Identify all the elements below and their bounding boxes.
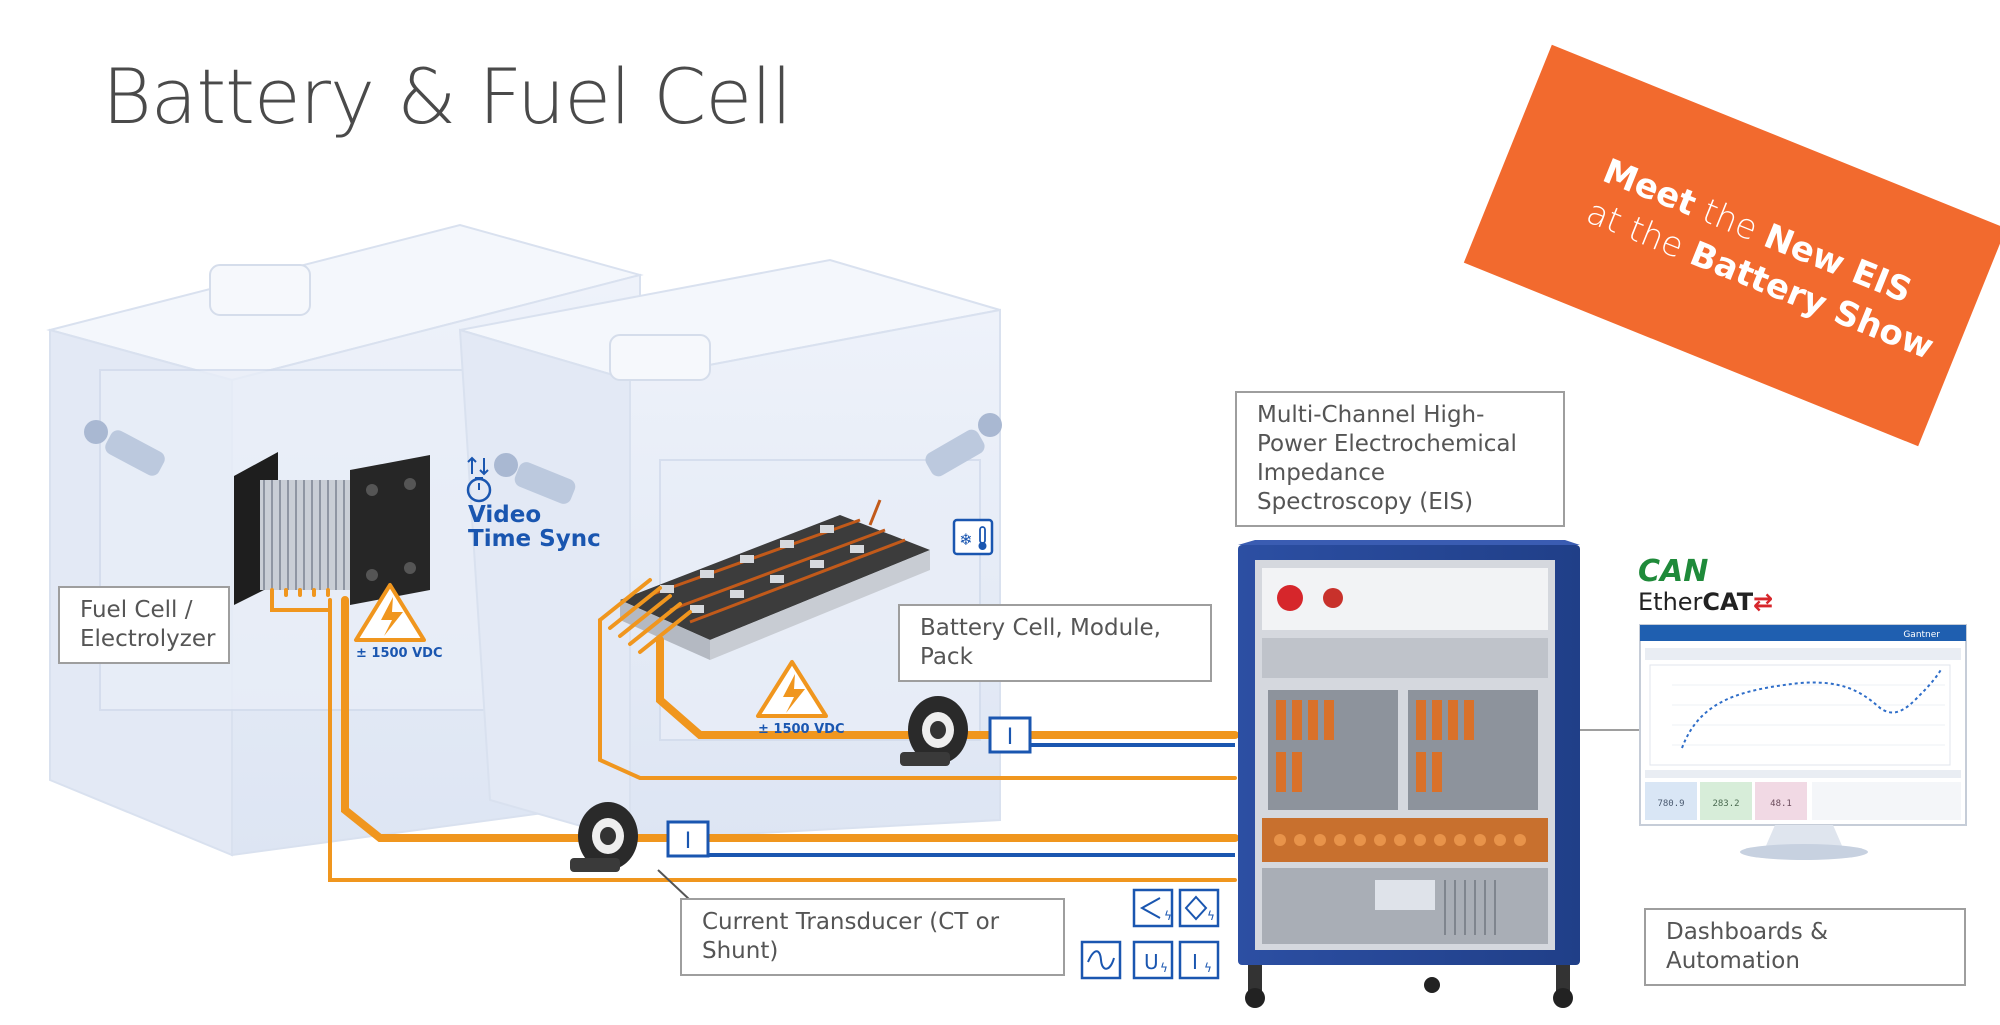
- dashboard-monitor: Gantner 780.9 283.2 48.1: [1639, 624, 1967, 860]
- stopwatch-icon: [466, 456, 492, 503]
- current-transducer: [900, 696, 968, 766]
- current-measure-icon: I ϟ: [1178, 940, 1220, 980]
- camera-icon: [494, 453, 576, 504]
- voltage-rating-label: ± 1500 VDC: [758, 722, 845, 737]
- current-symbol: I: [685, 829, 692, 854]
- battery-pack: [620, 499, 930, 660]
- dashboards-label: Dashboards & Automation: [1644, 908, 1966, 986]
- svg-text:ϟ: ϟ: [1160, 961, 1168, 975]
- current-symbol-box: I: [666, 820, 710, 858]
- svg-text:ϟ: ϟ: [1164, 909, 1172, 923]
- current-symbol: I: [1007, 725, 1014, 750]
- transducer-label: Current Transducer (CT or Shunt): [680, 898, 1065, 976]
- voltage-symbol: U: [1144, 950, 1159, 974]
- camera-icon: [84, 420, 165, 476]
- ethercat-arrow-icon: ⇄: [1753, 588, 1774, 616]
- lightning-icon: [354, 583, 426, 642]
- page-title: Battery & Fuel Cell: [102, 52, 792, 141]
- video-sync-line: Video: [468, 502, 542, 528]
- svg-text:ϟ: ϟ: [1207, 909, 1215, 923]
- can-logo: CAN: [1638, 554, 1709, 589]
- ethercat-text: CAT: [1702, 588, 1754, 616]
- ethercat-text: Ether: [1638, 588, 1703, 616]
- key-switch: [1323, 588, 1343, 608]
- nyquist-curve: [1681, 667, 1943, 749]
- current-transducer: [570, 802, 638, 872]
- fuel-cell-stack: [234, 452, 430, 605]
- eis-cabinet: [1238, 540, 1580, 1008]
- current-symbol-box: I: [988, 716, 1032, 754]
- bridge-sensor-icon: ϟ: [1178, 888, 1220, 928]
- dashboard-tile-value: 283.2: [1712, 799, 1739, 809]
- emergency-stop-button: [1277, 585, 1303, 611]
- snowflake-thermometer-icon: ❄: [952, 518, 994, 556]
- battery-label: Battery Cell, Module, Pack: [898, 604, 1212, 682]
- voltage-rating-label: ± 1500 VDC: [356, 646, 443, 661]
- current-symbol: I: [1192, 950, 1198, 974]
- dashboard-tile-value: 780.9: [1657, 799, 1684, 809]
- video-time-sync-label: Video Time Sync: [468, 503, 601, 551]
- voltage-measure-icon: U ϟ: [1132, 940, 1174, 980]
- lightning-icon: [756, 660, 828, 718]
- sine-wave-icon: [1080, 940, 1122, 980]
- camera-icon: [925, 413, 1002, 477]
- transducer-pointer: [657, 869, 691, 901]
- current-clamp-icon: ϟ: [1132, 888, 1174, 928]
- fuel-cell-label: Fuel Cell / Electrolyzer: [58, 586, 230, 664]
- svg-text:ϟ: ϟ: [1204, 961, 1212, 975]
- dashboard-tile-value: 48.1: [1770, 799, 1792, 809]
- ethercat-logo: EtherCAT⇄: [1638, 588, 1773, 616]
- video-sync-line: Time Sync: [468, 526, 601, 552]
- svg-text:❄: ❄: [959, 530, 972, 549]
- current-cables: [700, 743, 1235, 857]
- dashboard-brand: Gantner: [1903, 630, 1940, 640]
- eis-label: Multi-Channel High-Power Electrochemical…: [1235, 391, 1565, 527]
